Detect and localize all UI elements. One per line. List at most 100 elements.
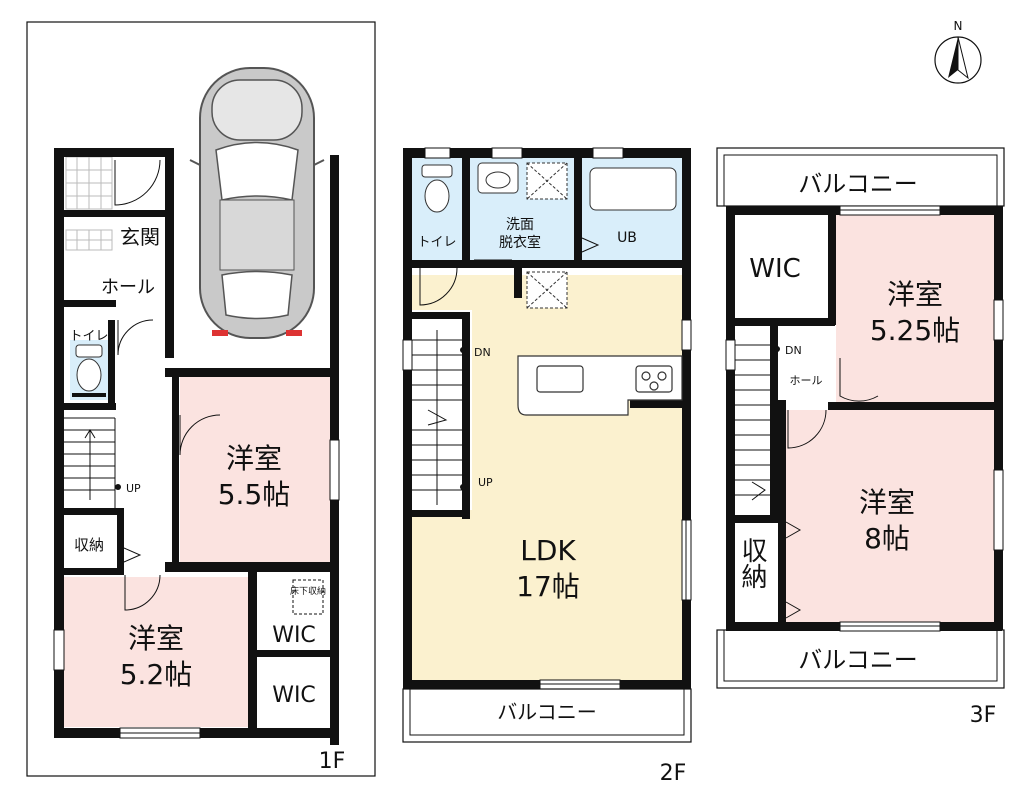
room-3f-yoshitsu-525 — [836, 215, 994, 402]
compass-north-label: N — [954, 19, 963, 33]
wall — [165, 562, 335, 572]
label-size-3f-a: 5.25帖 — [870, 314, 960, 347]
doors-1f — [114, 159, 221, 611]
wall — [64, 210, 174, 217]
doors-2f — [419, 237, 600, 306]
floor-2f: DN UP — [402, 147, 692, 786]
label-shuno-1f: 収納 — [74, 536, 104, 554]
label-yoshitsu-1f-b: 洋室 — [128, 622, 184, 655]
wall — [770, 318, 778, 518]
stairs-marker — [115, 484, 121, 490]
label-yoshitsu-3f-b: 洋室 — [859, 486, 915, 519]
label-balcony-3f-top: バルコニー — [798, 170, 918, 198]
wall — [828, 215, 836, 325]
label-yukashita: 床下収納 — [290, 585, 326, 597]
label-hall-1f: ホール — [101, 277, 155, 298]
genkan-tile — [65, 156, 113, 251]
stairs-up-2f: UP — [478, 476, 493, 489]
label-toilet-1f: トイレ — [69, 329, 108, 344]
room-3f-yoshitsu-8 — [786, 410, 994, 623]
wall — [514, 268, 522, 298]
stairs-1f — [64, 417, 116, 508]
label-senmen-line2: 脱衣室 — [499, 234, 541, 251]
label-shuno-3f: 収納 — [737, 537, 767, 589]
stairs-3f — [735, 344, 770, 501]
room-1f-yoshitsu-52 — [64, 577, 250, 727]
wall — [828, 402, 994, 410]
wall — [574, 158, 582, 268]
wall — [54, 148, 64, 738]
toilet-fixture — [75, 344, 103, 392]
stairs-marker — [460, 347, 466, 353]
wall — [630, 400, 682, 408]
label-wic-1f-a: WIC — [272, 623, 316, 648]
site-boundary — [26, 21, 376, 777]
floor-1f: UP — [26, 21, 376, 777]
window — [53, 439, 340, 739]
car-icon — [189, 67, 325, 339]
wall — [248, 572, 257, 732]
toilet-sill — [72, 393, 106, 397]
label-wic-1f-b: WIC — [272, 683, 316, 708]
wall — [54, 148, 168, 157]
label-genkan: 玄関 — [120, 225, 160, 249]
window — [402, 147, 692, 690]
compass-icon: N — [934, 19, 982, 84]
stairs-marker — [460, 484, 466, 490]
label-size-1f-b: 5.2帖 — [120, 658, 193, 691]
floor-label-1f: 1F — [319, 749, 346, 774]
label-yoshitsu-1f-a: 洋室 — [226, 442, 282, 475]
wall — [117, 515, 124, 568]
wall — [735, 318, 835, 326]
wall — [403, 148, 691, 158]
label-toilet-2f: トイレ — [417, 235, 456, 250]
wall — [64, 403, 116, 410]
label-senmen-line1: 洗面 — [506, 217, 534, 233]
label-yoshitsu-3f-a: 洋室 — [887, 278, 943, 311]
floor-3f: DN バルコニー WIC 洋室 5.25帖 ホール 洋室 8帖 収納 バルコニー… — [716, 147, 1005, 728]
wall — [64, 568, 124, 575]
wall — [462, 319, 470, 519]
wall — [682, 148, 691, 688]
wall — [64, 508, 124, 515]
stairs-label-1f: UP — [126, 482, 141, 495]
wall — [165, 148, 174, 358]
underfloor-storage — [292, 579, 324, 615]
label-wic-3f: WIC — [749, 254, 801, 284]
label-balcony-3f-bottom: バルコニー — [798, 646, 918, 674]
wall — [108, 320, 115, 410]
label-ldk-size: 17帖 — [516, 570, 580, 603]
wall — [412, 312, 470, 319]
bath-fixtures — [421, 162, 677, 309]
stairs-marker — [774, 346, 780, 352]
wall — [778, 400, 786, 622]
floor-label-2f: 2F — [660, 761, 687, 786]
wall — [994, 206, 1003, 630]
wall — [726, 206, 735, 630]
label-ldk: LDK — [520, 534, 576, 567]
label-hall-3f: ホール — [790, 374, 823, 387]
label-size-1f-a: 5.5帖 — [218, 478, 291, 511]
label-ub: UB — [617, 230, 637, 246]
stairs-2f — [412, 330, 462, 505]
wall — [403, 148, 412, 688]
wall — [412, 260, 682, 268]
wall — [735, 515, 778, 523]
floor-label-3f: 3F — [970, 703, 997, 728]
balcony-3f-top — [716, 147, 1005, 207]
window — [725, 205, 1004, 632]
wall — [257, 650, 335, 657]
wall — [165, 368, 335, 377]
wall — [172, 377, 179, 562]
label-balcony-2f: バルコニー — [497, 700, 597, 724]
stairs-dn-2f: DN — [474, 346, 491, 359]
doors-3f — [785, 358, 879, 619]
wall — [462, 158, 470, 268]
wall — [64, 300, 116, 307]
balcony-2f-inner — [409, 688, 685, 736]
wall — [412, 510, 470, 517]
kitchen-counter — [517, 355, 683, 416]
label-size-3f-b: 8帖 — [864, 522, 910, 555]
stairs-dn-3f: DN — [785, 344, 802, 357]
